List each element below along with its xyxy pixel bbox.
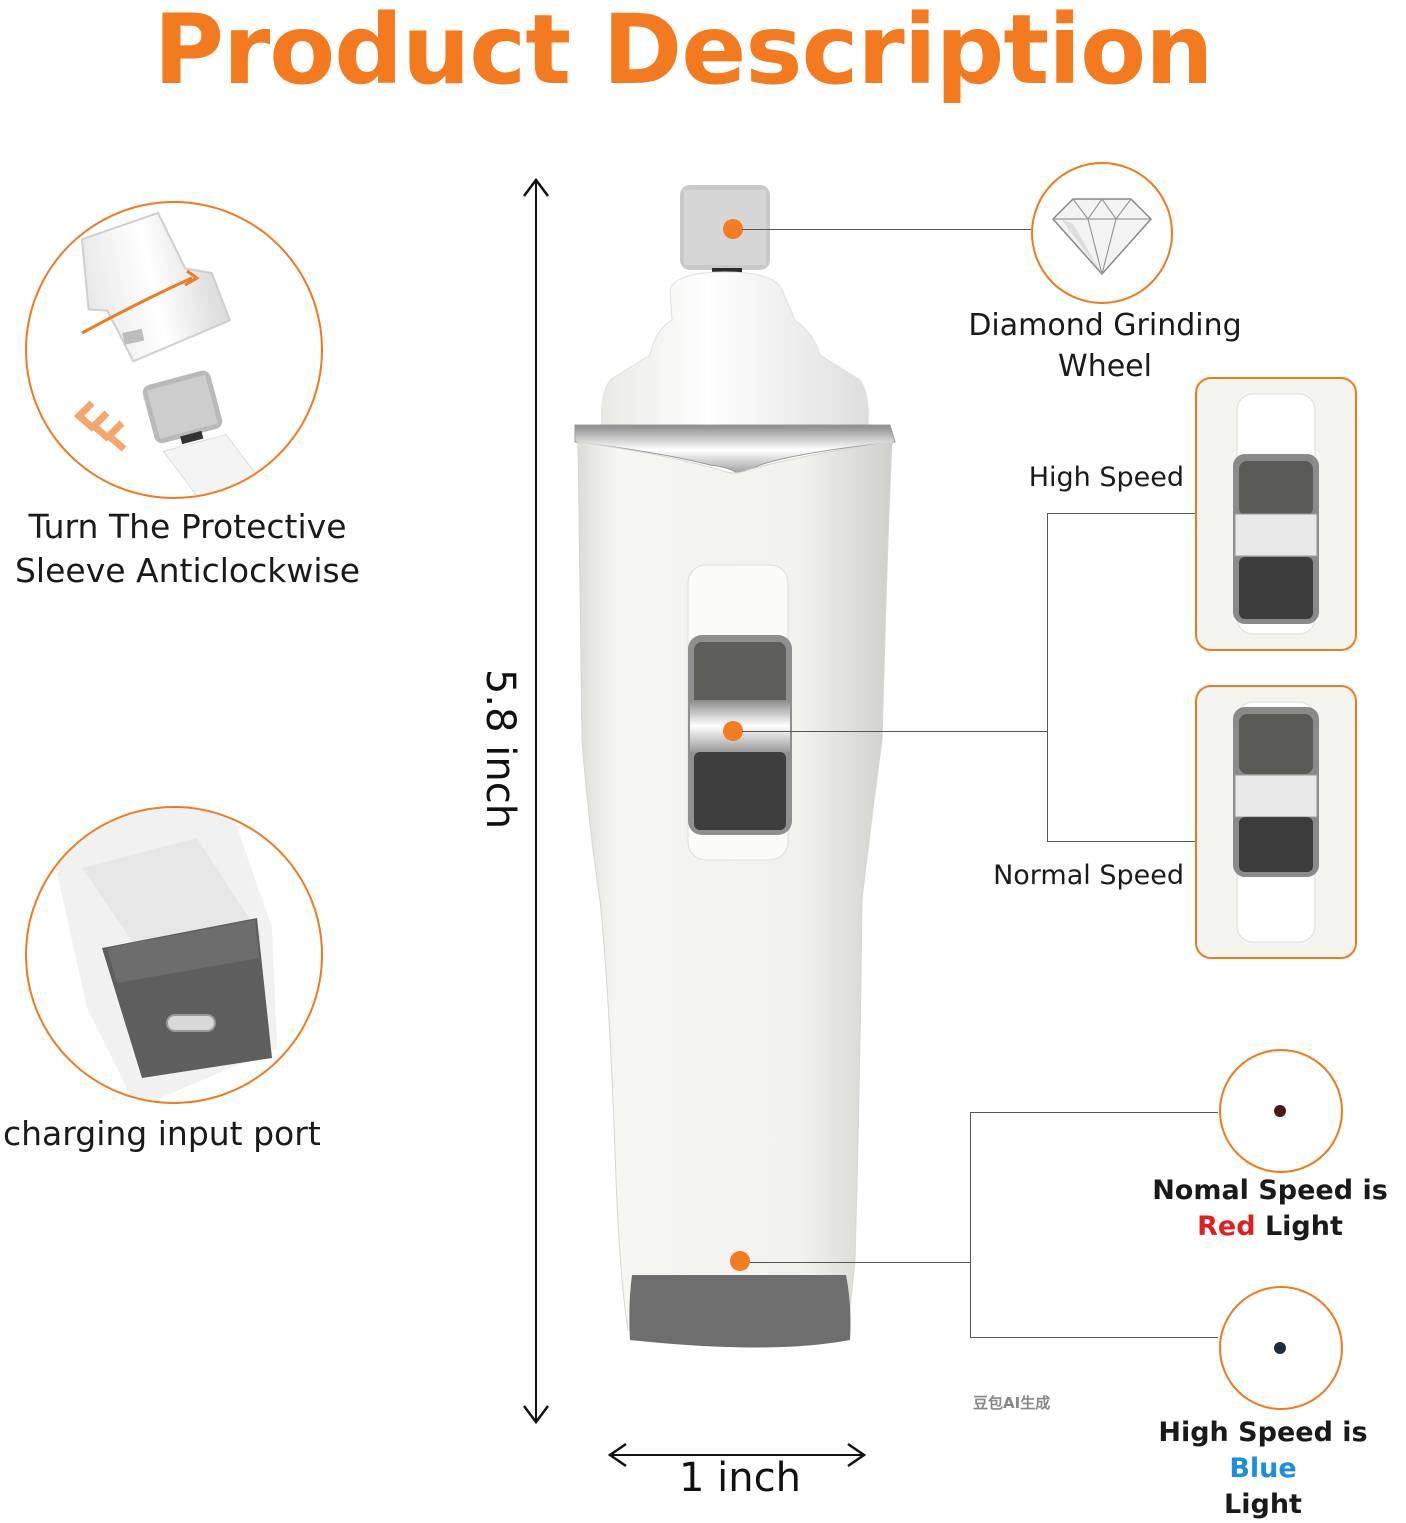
- grinding-wheel-marker: [723, 219, 743, 239]
- normal-speed-card: [1195, 685, 1357, 959]
- switch-marker: [723, 721, 743, 741]
- height-arrow-top-icon: [523, 177, 549, 197]
- blue-light-indicator-icon: [1274, 1342, 1286, 1354]
- diamond-icon: [1051, 197, 1153, 276]
- nail-grinder-device: [574, 185, 896, 1348]
- diamond-image-circle: [1031, 162, 1173, 304]
- red-light-indicator-icon: [1274, 1105, 1286, 1117]
- width-dimension-line: [612, 1454, 862, 1456]
- high-speed-card: [1195, 377, 1357, 651]
- speed-bracket-line: [1047, 513, 1048, 841]
- height-arrow-bottom-icon: [523, 1405, 549, 1425]
- high-speed-switch-illustration: [1233, 393, 1319, 635]
- blue-light-caption: High Speed is Blue Light: [1120, 1415, 1406, 1523]
- height-dimension-line: [535, 182, 537, 1420]
- width-label: 1 inch: [679, 1455, 801, 1501]
- charging-port-image-circle: [25, 806, 323, 1104]
- sleeve-image-circle: [25, 201, 323, 499]
- blue-light-prefix: High Speed is: [1158, 1417, 1368, 1448]
- title-text: Product Description: [153, 0, 1214, 106]
- width-arrow-right-icon: [847, 1442, 867, 1468]
- charging-port-illustration: [47, 808, 277, 1102]
- blue-light-connector-line: [970, 1337, 1218, 1338]
- sleeve-caption: Turn The Protective Sleeve Anticlockwise: [14, 507, 361, 590]
- high-speed-connector-line: [1047, 513, 1195, 514]
- blue-light-suffix: Light: [1224, 1489, 1302, 1520]
- blue-light-circle: [1219, 1286, 1343, 1410]
- light-bracket-line: [970, 1112, 971, 1337]
- width-arrow-left-icon: [607, 1442, 627, 1468]
- normal-speed-label: Normal Speed: [993, 860, 1184, 891]
- diamond-connector-line: [742, 229, 1034, 230]
- normal-speed-connector-line: [1047, 841, 1195, 842]
- red-light-colored-word: Red: [1197, 1211, 1256, 1242]
- indicator-light-marker: [730, 1251, 750, 1271]
- sleeve-illustration: [73, 211, 268, 497]
- diamond-caption: Diamond Grinding Wheel: [968, 308, 1242, 384]
- light-connector-line: [750, 1262, 971, 1263]
- red-light-connector-line: [970, 1112, 1218, 1113]
- watermark: 豆包AI生成: [973, 1394, 1051, 1412]
- red-light-circle: [1219, 1049, 1343, 1173]
- switch-connector-line: [742, 731, 1048, 732]
- page-title: Product Description: [0, 0, 1366, 100]
- high-speed-label: High Speed: [1028, 462, 1184, 493]
- normal-speed-switch-illustration: [1233, 701, 1319, 943]
- charging-port-caption: charging input port: [3, 1114, 321, 1153]
- blue-light-colored-word: Blue: [1229, 1453, 1297, 1484]
- red-light-prefix: Nomal Speed is: [1152, 1175, 1388, 1206]
- red-light-suffix: Light: [1264, 1211, 1343, 1242]
- height-label: 5.8 inch: [477, 668, 523, 830]
- red-light-caption: Nomal Speed is Red Light: [1135, 1173, 1405, 1245]
